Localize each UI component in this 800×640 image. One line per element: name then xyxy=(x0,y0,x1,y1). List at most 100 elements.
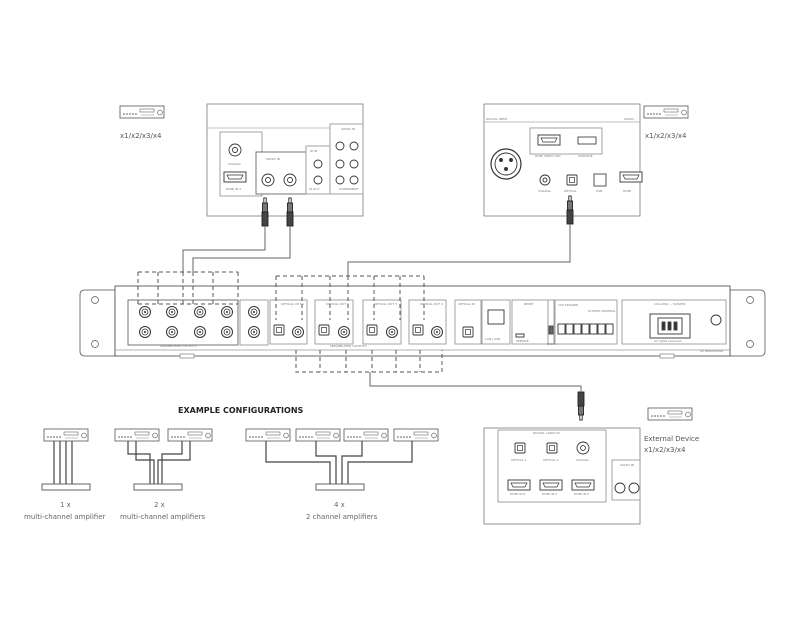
config1-processor xyxy=(41,483,91,491)
trigger-terminal-1 xyxy=(557,323,566,335)
dash-bottom-box xyxy=(295,350,443,373)
top-left-multiplier: x1/x2/x3/x4 xyxy=(120,132,162,140)
trigger-label: 12V TRIGGER xyxy=(558,303,578,307)
optical-out-label-2: OPTICAL OUT 2 xyxy=(326,302,349,306)
optical-out-port-2a xyxy=(318,324,330,336)
upgrade-port xyxy=(577,136,597,145)
config3-count: 4 x xyxy=(334,501,345,509)
preamp-outputs-label: PREAMPLIFIER OUTPUTS xyxy=(160,344,197,348)
cable-left xyxy=(137,226,291,305)
preamp-rca-top-4 xyxy=(221,306,233,318)
coaxial-label: COAXIAL xyxy=(228,162,241,166)
config-2 xyxy=(114,428,213,491)
external-device-label: External Device xyxy=(644,435,699,443)
config1-desc: multi-channel amplifier xyxy=(24,513,105,521)
aux-rca-bottom xyxy=(248,326,260,338)
optical-in-port xyxy=(462,326,474,338)
config3-cable-4 xyxy=(347,441,413,484)
top-right-multiplier: x1/x2/x3/x4 xyxy=(645,132,687,140)
audio-in-right-core xyxy=(287,177,293,183)
config1-count: 1 x xyxy=(60,501,71,509)
rack-hole-rb xyxy=(746,340,754,348)
component-label: COMPONENT xyxy=(339,187,359,191)
optical-out-port-2b xyxy=(338,326,350,338)
coax-plug-bottom-body xyxy=(578,405,584,416)
audio-in-b-l xyxy=(614,482,626,494)
model-label: AV PROCESSOR xyxy=(700,349,723,353)
ir-out-label: IR OUT xyxy=(309,187,319,191)
config2-count: 2 x xyxy=(154,501,165,509)
usb-label: USB xyxy=(596,189,602,193)
config1-amp xyxy=(43,428,89,442)
optical-out-block-4 xyxy=(408,299,447,345)
config3-processor xyxy=(315,483,365,491)
rack-ear-left xyxy=(79,289,116,357)
preamp-rca-top-1 xyxy=(139,306,151,318)
hdmi-out-port xyxy=(507,479,531,491)
optical-label-r: OPTICAL xyxy=(564,189,577,193)
ir-in-jack xyxy=(313,159,323,169)
preamp-rca-top-3 xyxy=(194,306,206,318)
rack-hole-lb xyxy=(91,340,99,348)
hdmi-in-1-port xyxy=(539,479,563,491)
optical-out-port-1a xyxy=(273,324,285,336)
cable-left-l xyxy=(182,226,266,272)
optical-out-port-1b xyxy=(292,326,304,338)
amp-icon-left xyxy=(119,105,165,119)
config2-cable-a2 xyxy=(135,441,155,484)
trigger-terminal-4 xyxy=(581,323,590,335)
aux-rca-top xyxy=(248,306,260,318)
config3-amp-3 xyxy=(343,428,389,442)
comp-jack-1 xyxy=(335,141,345,151)
config3-cable-3 xyxy=(341,441,363,484)
config3-desc: 2 channel amplifiers xyxy=(306,513,378,521)
rca-plug-right-body xyxy=(287,202,293,213)
optical-out-port-4a xyxy=(412,324,424,336)
reset-label: RESET xyxy=(524,302,534,306)
rack-ear-right xyxy=(729,289,766,357)
lan-port xyxy=(487,309,505,325)
optical-plug-top-body xyxy=(567,200,573,211)
hdmi-in-label: HDMI IN 3 xyxy=(226,187,241,191)
cable-bottom-coax xyxy=(369,372,582,392)
comp-jack-5 xyxy=(335,175,345,185)
coax-plug-bottom-boot xyxy=(577,391,585,407)
audio-in-block xyxy=(255,151,307,195)
xlr-inner xyxy=(494,152,518,176)
trigger-terminal-6 xyxy=(597,323,606,335)
hdmi-in-port xyxy=(223,171,247,183)
optical-out-label-1: OPTICAL OUT 1 xyxy=(281,302,304,306)
hdmi-in-2-label: HDMI IN 2 xyxy=(574,492,589,496)
foot-right xyxy=(659,353,675,359)
config2-amp-b xyxy=(167,428,213,442)
trigger-terminal-5 xyxy=(589,323,598,335)
optical-out-port-3b xyxy=(386,326,398,338)
hdmi-port-r xyxy=(619,171,643,183)
lan-label: LAN / USB xyxy=(485,337,500,341)
coaxial-label-b: COAXIAL xyxy=(576,458,589,462)
iec-pin-2 xyxy=(667,321,672,331)
optical-2-label: OPTICAL 2 xyxy=(543,458,559,462)
iec-pin-3 xyxy=(673,321,678,331)
optical-in-label: OPTICAL IN xyxy=(458,302,475,306)
rca-plug-right-boot xyxy=(286,211,294,227)
optical-plug-top-tip xyxy=(568,195,572,202)
service-label: SERVICE xyxy=(516,339,529,343)
config2-cable-b2 xyxy=(157,441,191,484)
on-off-switch xyxy=(548,325,554,335)
optical-out-label-4: OPTICAL OUT 4 xyxy=(420,302,443,306)
cable-left-r xyxy=(192,226,291,272)
power-label: 100-240V ~ 50/60Hz xyxy=(654,302,686,306)
ir-out-jack xyxy=(313,175,323,185)
amp-icon-right xyxy=(643,105,689,119)
digital-audio-in-label: DIGITAL AUDIO IN xyxy=(533,431,560,435)
config-1 xyxy=(41,428,91,491)
optical-out-block-3 xyxy=(362,299,402,345)
comp-jack-2 xyxy=(349,141,359,151)
config-3 xyxy=(245,428,439,491)
audio-in-block-b xyxy=(611,459,641,501)
trigger-terminal-3 xyxy=(573,323,582,335)
xlr-pin-3 xyxy=(504,167,508,171)
